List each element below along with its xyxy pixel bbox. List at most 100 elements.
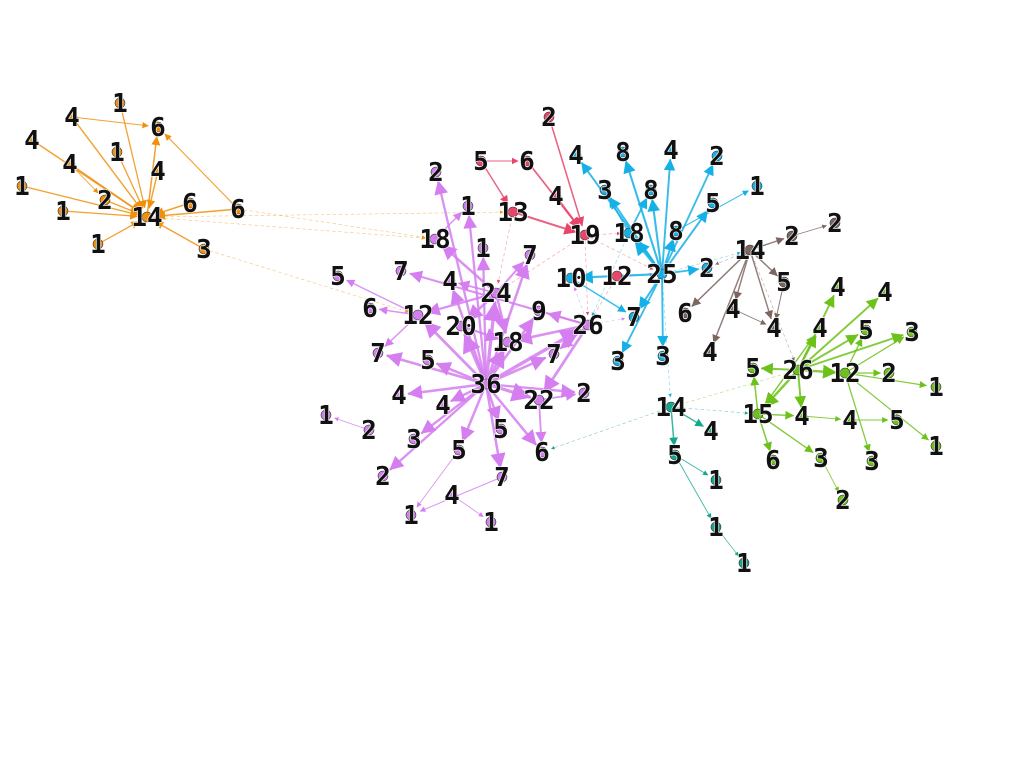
graph-node[interactable]: 13 [497,197,530,228]
node-dot[interactable] [786,230,798,242]
graph-node[interactable]: 1 [90,229,107,260]
graph-node[interactable]: 5 [473,146,490,177]
graph-node[interactable]: 9 [531,296,548,327]
node-dot[interactable] [26,134,38,146]
node-dot[interactable] [430,166,442,178]
node-dot[interactable] [669,449,681,461]
graph-node[interactable]: 4 [150,156,167,187]
graph-node[interactable]: 5 [667,440,684,471]
node-dot[interactable] [92,238,104,250]
graph-node[interactable]: 1 [736,548,753,579]
graph-node[interactable]: 1 [403,500,420,531]
graph-node[interactable]: 3 [655,341,672,372]
node-dot[interactable] [455,320,467,332]
graph-node[interactable]: 2 [835,485,852,516]
node-dot[interactable] [477,242,489,254]
node-dot[interactable] [453,444,465,456]
graph-node[interactable]: 7 [626,302,643,333]
node-dot[interactable] [232,203,244,215]
graph-node[interactable]: 1 [928,431,945,462]
graph-node[interactable]: 5 [776,267,793,298]
graph-node[interactable]: 2 [699,253,716,284]
graph-node[interactable]: 2 [881,358,898,389]
graph-node[interactable]: 4 [568,140,585,171]
graph-node[interactable]: 7 [494,462,511,493]
node-dot[interactable] [829,217,841,229]
graph-node[interactable]: 4 [725,294,742,325]
graph-node[interactable]: 1 [708,465,725,496]
node-dot[interactable] [372,347,384,359]
node-dot[interactable] [66,111,78,123]
node-dot[interactable] [198,243,210,255]
node-dot[interactable] [444,275,456,287]
node-dot[interactable] [815,452,827,464]
graph-node[interactable]: 4 [391,380,408,411]
node-dot[interactable] [405,509,417,521]
node-dot[interactable] [536,446,548,458]
node-dot[interactable] [543,111,555,123]
graph-node[interactable]: 7 [370,338,387,369]
graph-node[interactable]: 5 [745,353,762,384]
graph-node[interactable]: 3 [597,175,614,206]
graph-node[interactable]: 5 [705,188,722,219]
node-dot[interactable] [814,322,826,334]
graph-node[interactable]: 6 [519,146,536,177]
graph-node[interactable]: 5 [451,435,468,466]
node-dot[interactable] [704,346,716,358]
graph-node[interactable]: 2 [375,461,392,492]
node-dot[interactable] [778,276,790,288]
node-dot[interactable] [548,348,560,360]
graph-node[interactable]: 7 [522,240,539,271]
node-dot[interactable] [490,287,502,299]
graph-node[interactable]: 6 [230,194,247,225]
node-dot[interactable] [437,399,449,411]
node-dot[interactable] [707,197,719,209]
graph-node[interactable]: 6 [182,188,199,219]
node-dot[interactable] [475,155,487,167]
node-dot[interactable] [906,326,918,338]
node-dot[interactable] [701,262,713,274]
node-dot[interactable] [891,414,903,426]
node-dot[interactable] [768,322,780,334]
graph-node[interactable]: 3 [406,424,423,455]
graph-node[interactable]: 1 [483,507,500,538]
graph-node[interactable]: 22 [523,385,556,416]
node-dot[interactable] [670,225,682,237]
graph-node[interactable]: 4 [830,272,847,303]
graph-node[interactable]: 19 [569,220,602,251]
node-dot[interactable] [363,424,375,436]
graph-node[interactable]: 1 [318,400,335,431]
graph-node[interactable]: 4 [877,277,894,308]
node-dot[interactable] [412,309,424,321]
graph-node[interactable]: 1 [749,171,766,202]
graph-node[interactable]: 3 [813,443,830,474]
node-dot[interactable] [617,146,629,158]
graph-node[interactable]: 20 [445,311,478,342]
node-dot[interactable] [524,249,536,261]
graph-node[interactable]: 4 [435,390,452,421]
graph-node[interactable]: 3 [904,317,921,348]
graph-node[interactable]: 1 [460,191,477,222]
graph-node[interactable]: 24 [480,278,513,309]
node-dot[interactable] [533,394,545,406]
node-dot[interactable] [578,387,590,399]
graph-node[interactable]: 6 [677,298,694,329]
node-dot[interactable] [422,354,434,366]
node-dot[interactable] [57,205,69,217]
graph-node[interactable]: 1 [55,196,72,227]
graph-node[interactable]: 7 [393,256,410,287]
graph-node[interactable]: 12 [601,261,634,292]
node-dot[interactable] [657,350,669,362]
graph-node[interactable]: 1 [928,372,945,403]
node-dot[interactable] [792,364,804,376]
node-dot[interactable] [623,227,635,239]
graph-node[interactable]: 18 [419,224,452,255]
node-dot[interactable] [570,149,582,161]
graph-node[interactable]: 4 [442,266,459,297]
node-dot[interactable] [837,494,849,506]
node-dot[interactable] [866,455,878,467]
node-dot[interactable] [710,474,722,486]
graph-node[interactable]: 3 [196,234,213,265]
node-dot[interactable] [502,336,514,348]
graph-node[interactable]: 14 [131,202,164,233]
